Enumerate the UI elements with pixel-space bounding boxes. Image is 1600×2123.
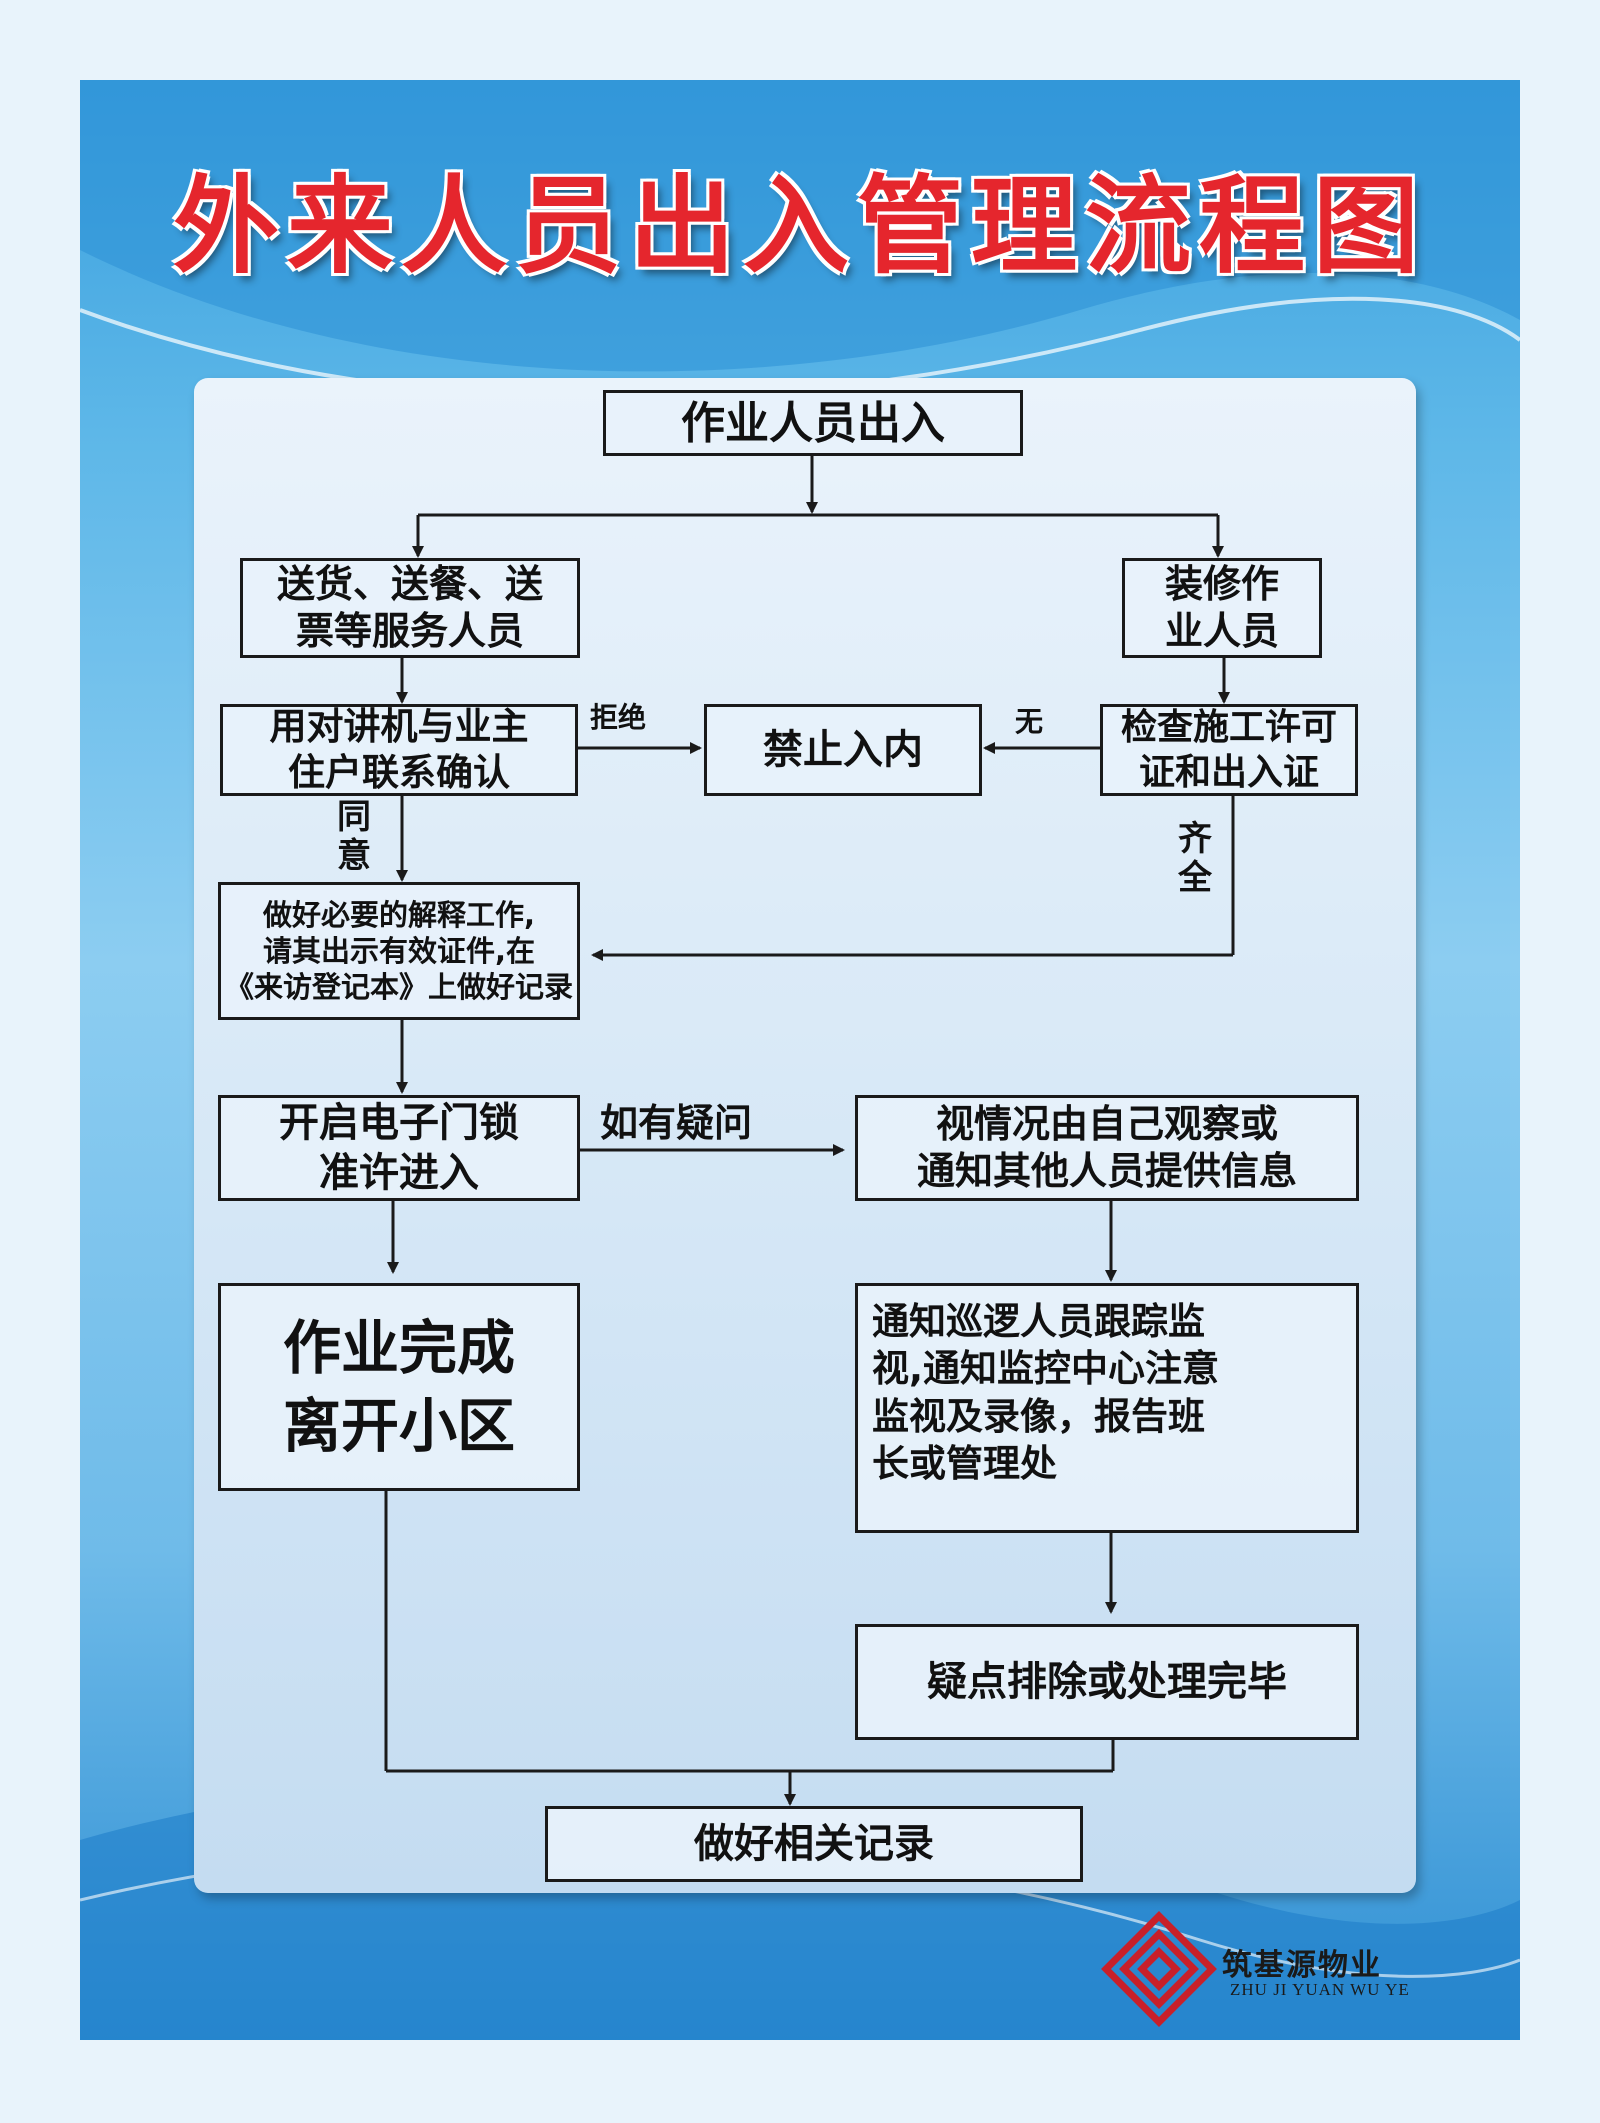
node-open-lock: 开启电子门锁 准许进入 <box>218 1095 580 1201</box>
node-check-permits: 检查施工许可 证和出入证 <box>1100 704 1358 796</box>
edge-label-if-doubt: 如有疑问 <box>600 1101 753 1145</box>
node-resolved: 疑点排除或处理完毕 <box>855 1624 1359 1740</box>
logo-name-cn: 筑基源物业 <box>1222 1948 1382 1983</box>
node-work-done: 作业完成 离开小区 <box>218 1283 580 1491</box>
node-patrol-monitor: 通知巡逻人员跟踪监 视,通知监控中心注意 监视及录像，报告班 长或管理处 <box>855 1283 1359 1533</box>
node-observe-notify: 视情况由自己观察或 通知其他人员提供信息 <box>855 1095 1359 1201</box>
node-explain-register: 做好必要的解释工作, 请其出示有效证件,在 《来访登记本》上做好记录 <box>218 882 580 1020</box>
page-title: 外来人员出入管理流程图 <box>173 163 1427 288</box>
node-start: 作业人员出入 <box>603 390 1023 456</box>
node-service-staff: 送货、送餐、送 票等服务人员 <box>240 558 580 658</box>
node-no-entry: 禁止入内 <box>704 704 982 796</box>
edge-label-agree: 同 意 <box>337 797 371 877</box>
node-intercom-confirm: 用对讲机与业主 住户联系确认 <box>220 704 578 796</box>
edge-label-refuse: 拒绝 <box>590 701 647 734</box>
edge-label-complete: 齐 全 <box>1178 819 1212 899</box>
diamond-logo-icon <box>1101 1911 1217 2027</box>
node-record: 做好相关记录 <box>545 1806 1083 1882</box>
logo-name-en: ZHU JI YUAN WU YE <box>1230 1980 1410 1999</box>
edge-label-none: 无 <box>1015 705 1044 738</box>
node-renovation-staff: 装修作 业人员 <box>1122 558 1322 658</box>
